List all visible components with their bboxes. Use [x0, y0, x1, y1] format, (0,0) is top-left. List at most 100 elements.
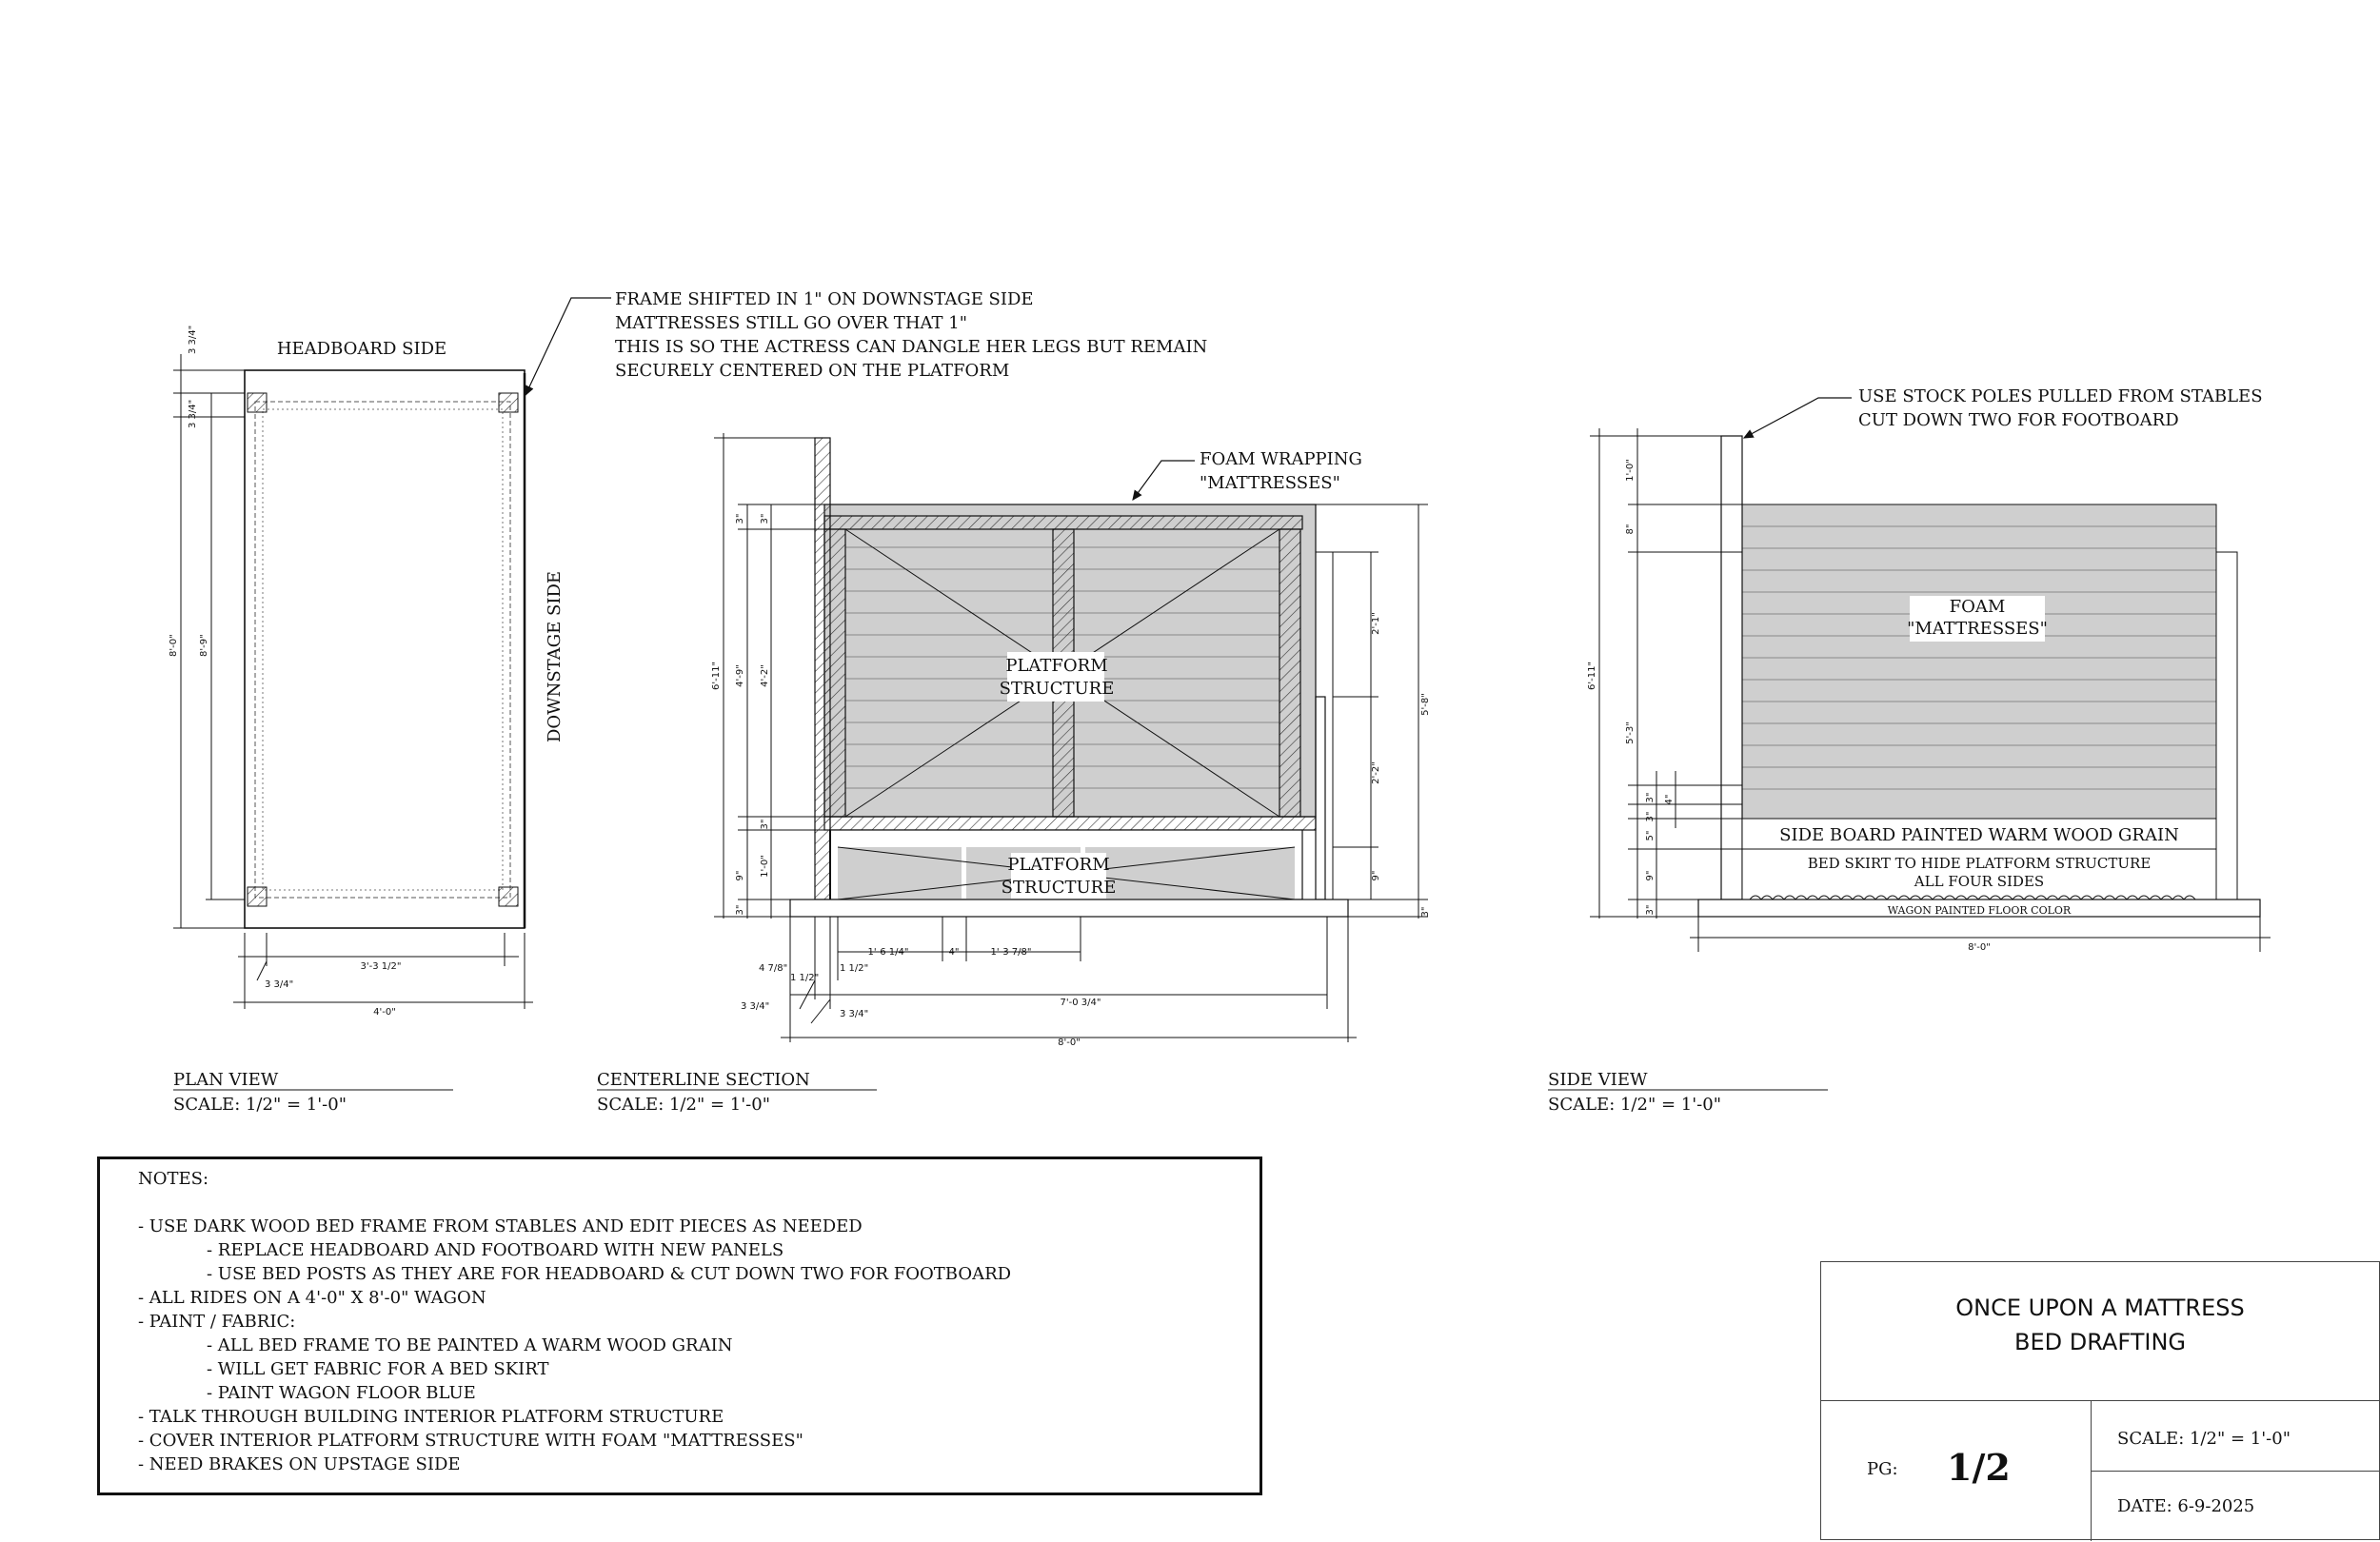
- section-dim-c: 3": [760, 820, 770, 830]
- headboard-side-label: HEADBOARD SIDE: [277, 339, 446, 359]
- pole-callout-1: USE STOCK POLES PULLED FROM STABLES: [1858, 386, 2263, 406]
- pole-callout-2: CUT DOWN TWO FOR FOOTBOARD: [1858, 410, 2179, 430]
- note-item: - PAINT / FABRIC:: [138, 1312, 296, 1332]
- note-item: - NEED BRAKES ON UPSTAGE SIDE: [138, 1454, 461, 1474]
- note-item: - WILL GET FABRIC FOR A BED SKIRT: [207, 1359, 549, 1379]
- downstage-side-label: DOWNSTAGE SIDE: [545, 571, 565, 742]
- section-dim-d: 1'-0": [760, 855, 770, 878]
- frame-bottom-rail: [823, 816, 1317, 831]
- note-item: - REPLACE HEADBOARD AND FOOTBOARD WITH N…: [207, 1240, 784, 1260]
- section-dim-total-height: 6'-11": [711, 662, 722, 690]
- section-dim-b4: 4 7/8": [759, 963, 787, 974]
- section-dim-b: 3": [760, 514, 770, 524]
- section-dim-f: 3": [735, 905, 745, 916]
- lower-structure-label-1: PLATFORM: [1007, 855, 1109, 875]
- callout-line-1: FRAME SHIFTED IN 1" ON DOWNSTAGE SIDE: [615, 289, 1034, 309]
- callout-line-2: MATTRESSES STILL GO OVER THAT 1": [615, 313, 967, 333]
- bed-post-nw: [247, 392, 268, 413]
- plan-dim-post: 3 3/4": [188, 400, 198, 428]
- note-item: - USE BED POSTS AS THEY ARE FOR HEADBOAR…: [207, 1264, 1012, 1284]
- title-block-date: DATE: 6-9-2025: [2117, 1496, 2255, 1516]
- side-dim-10: 3": [1645, 905, 1656, 916]
- section-dim-r2: 2'-2": [1371, 761, 1381, 784]
- bed-post-se: [498, 886, 519, 907]
- side-dim-width: 8'-0": [1968, 942, 1991, 953]
- frame-shift-callout: FRAME SHIFTED IN 1" ON DOWNSTAGE SIDE MA…: [525, 289, 1207, 397]
- side-dim-1: 1'-0": [1625, 459, 1636, 482]
- plan-view-caption: PLAN VIEW: [173, 1070, 279, 1090]
- plan-dim-frame-width: 3'-3 1/2": [361, 961, 402, 972]
- lower-structure-label-2: STRUCTURE: [1002, 878, 1117, 898]
- plan-dim-overall-width: 4'-0": [373, 1007, 396, 1018]
- section-dim-b10: 8'-0": [1058, 1038, 1081, 1048]
- plan-view-scale: SCALE: 1/2" = 1'-0": [173, 1095, 347, 1115]
- section-dim-r3: 9": [1371, 871, 1381, 881]
- section-dim-r5: 3": [1420, 907, 1431, 918]
- callout-line-4: SECURELY CENTERED ON THE PLATFORM: [615, 361, 1009, 381]
- section-scale: SCALE: 1/2" = 1'-0": [597, 1095, 770, 1115]
- note-item: - TALK THROUGH BUILDING INTERIOR PLATFOR…: [138, 1407, 724, 1427]
- note-item: - ALL BED FRAME TO BE PAINTED A WARM WOO…: [207, 1335, 733, 1355]
- section-dim-upper: 4'-2": [760, 664, 770, 687]
- bed-skirt-label-2: ALL FOUR SIDES: [1914, 873, 2044, 890]
- section-dim-frame-height: 4'-9": [735, 664, 745, 687]
- section-dim-b6: 1 1/2": [790, 973, 819, 983]
- section-dim-b8: 7'-0 3/4": [1061, 998, 1101, 1008]
- date-cell: DATE: 6-9-2025: [2091, 1472, 2380, 1542]
- side-dim-2: 8": [1625, 524, 1636, 535]
- page-label: PG:: [1867, 1459, 1898, 1479]
- side-wagon: [1697, 899, 2261, 918]
- side-dim-6: 4": [1664, 795, 1675, 805]
- plan-dim-overall-length: 8'-0": [169, 634, 179, 657]
- plan-inner-dashed: [262, 408, 504, 891]
- section-dim-b9: 3 3/4": [840, 1009, 868, 1019]
- side-dim-9: 9": [1645, 871, 1656, 881]
- section-dim-b2: 4": [949, 947, 960, 958]
- note-item: - USE DARK WOOD BED FRAME FROM STABLES A…: [138, 1216, 863, 1236]
- plan-dim-headboard: 3 3/4": [188, 326, 198, 354]
- plan-outline: [244, 369, 526, 929]
- section-dim-e: 9": [735, 871, 745, 881]
- plan-frame-dashed: [254, 401, 511, 899]
- project-title: ONCE UPON A MATTRESS: [1955, 1295, 2245, 1321]
- side-foam-label-2: "MATTRESSES": [1907, 619, 2048, 639]
- centerline-section: PLATFORM STRUCTURE PLATFORM STRUCTURE FO…: [597, 433, 1431, 1115]
- section-dim-b5: 1 1/2": [840, 963, 868, 974]
- side-dim-3: 6'-11": [1587, 662, 1597, 690]
- side-dim-4: 5'-3": [1625, 722, 1636, 744]
- note-item: - ALL RIDES ON A 4'-0" X 8'-0" WAGON: [138, 1288, 486, 1308]
- plan-view: HEADBOARD SIDE DOWNSTAGE SIDE 3 3/4" 3 3…: [169, 326, 565, 1115]
- side-dim-8: 5": [1645, 831, 1656, 841]
- title-block: ONCE UPON A MATTRESS BED DRAFTING PG: 1/…: [1820, 1261, 2380, 1542]
- section-wagon: [789, 899, 1349, 918]
- frame-top-rail: [823, 515, 1303, 530]
- side-board-label: SIDE BOARD PAINTED WARM WOOD GRAIN: [1779, 825, 2179, 845]
- title-block-title: ONCE UPON A MATTRESS BED DRAFTING: [1821, 1262, 2379, 1401]
- callout-line-3: THIS IS SO THE ACTRESS CAN DANGLE HER LE…: [615, 337, 1207, 357]
- section-dim-a: 3": [735, 514, 745, 524]
- upper-structure-label-2: STRUCTURE: [1000, 679, 1115, 699]
- notes-panel: NOTES: - USE DARK WOOD BED FRAME FROM ST…: [97, 1156, 1262, 1495]
- plan-dim-post-width: 3 3/4": [265, 979, 293, 990]
- side-view-scale: SCALE: 1/2" = 1'-0": [1548, 1095, 1721, 1115]
- section-dim-b1: 1'-6 1/4": [868, 947, 909, 958]
- section-dim-b3: 1'-3 7/8": [991, 947, 1032, 958]
- title-block-scale: SCALE: 1/2" = 1'-0": [2117, 1429, 2291, 1449]
- side-view: FOAM "MATTRESSES" SIDE BOARD PAINTED WAR…: [1548, 386, 2271, 1115]
- note-item: - PAINT WAGON FLOOR BLUE: [207, 1383, 476, 1403]
- section-dim-b7: 3 3/4": [741, 1001, 769, 1012]
- side-headboard-pole: [1720, 435, 1743, 900]
- note-item: - COVER INTERIOR PLATFORM STRUCTURE WITH…: [138, 1431, 803, 1451]
- notes-heading: NOTES:: [138, 1169, 209, 1189]
- side-dim-5: 3": [1645, 793, 1656, 803]
- foam-callout-1: FOAM WRAPPING: [1200, 449, 1362, 469]
- page-number: 1/2: [1947, 1446, 2011, 1489]
- bed-skirt-label-1: BED SKIRT TO HIDE PLATFORM STRUCTURE: [1808, 855, 2152, 872]
- bed-post-sw: [247, 886, 268, 907]
- bed-post-ne: [498, 392, 519, 413]
- side-view-caption: SIDE VIEW: [1548, 1070, 1648, 1090]
- drawing-title: BED DRAFTING: [2013, 1329, 2186, 1355]
- upper-structure-label-1: PLATFORM: [1005, 656, 1107, 676]
- plan-dim-frame-length: 8'-9": [199, 634, 209, 657]
